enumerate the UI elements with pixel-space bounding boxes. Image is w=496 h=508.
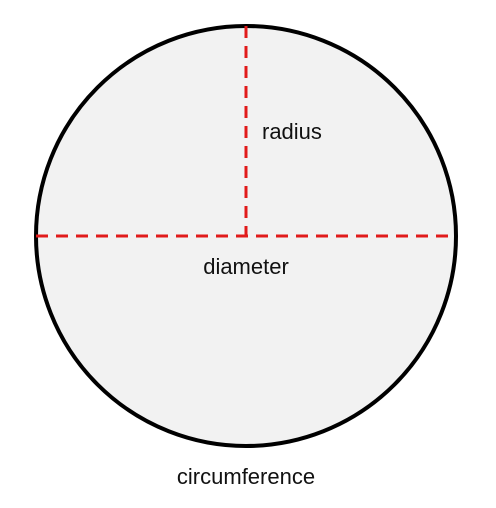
diameter-label: diameter: [203, 254, 289, 279]
radius-label: radius: [262, 119, 322, 144]
circumference-label: circumference: [177, 464, 315, 489]
